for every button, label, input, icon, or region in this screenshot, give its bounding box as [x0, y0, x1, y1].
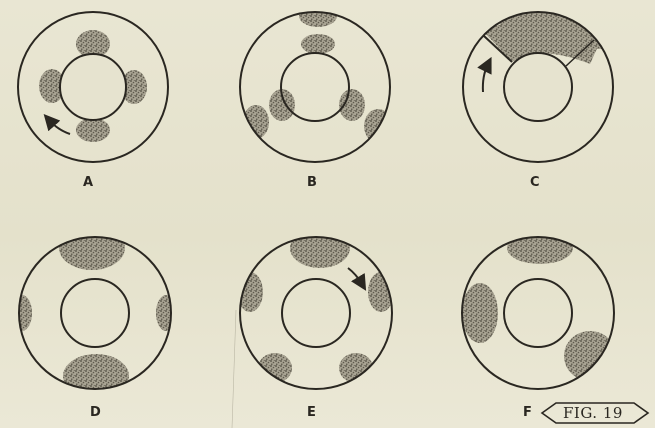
rotation-arrow: [49, 120, 70, 134]
stipple-region: [156, 295, 176, 331]
stipple-region: [500, 5, 610, 49]
inner-ring: [504, 279, 572, 347]
stipple-region: [299, 5, 337, 27]
stipple-region: [59, 226, 125, 270]
panel-label-e: E: [307, 406, 316, 419]
figure-number-tag: FIG. 19: [540, 400, 650, 426]
stipple-region: [301, 34, 335, 54]
inner-ring: [60, 54, 126, 120]
stipple-region: [290, 228, 350, 268]
panel-f: [462, 232, 616, 389]
stipple-region: [76, 118, 110, 142]
stipple-region: [12, 295, 32, 331]
panel-b: [240, 5, 392, 162]
stipple-region: [462, 283, 498, 343]
panel-label-f: F: [523, 406, 532, 419]
inner-ring: [282, 279, 350, 347]
rotation-arrow: [483, 64, 488, 92]
inner-ring: [281, 53, 349, 121]
stipple-region: [368, 272, 394, 312]
panel-d: [12, 226, 176, 398]
panel-label-c: C: [530, 176, 540, 189]
inner-ring: [61, 279, 129, 347]
stipple-region: [564, 331, 616, 381]
panel-label-b: B: [307, 176, 317, 189]
panel-a: [18, 12, 168, 162]
stipple-region: [63, 354, 129, 398]
figure-number-text: FIG. 19: [563, 404, 623, 422]
panel-c: [463, 5, 613, 162]
rotation-arrow: [348, 268, 362, 284]
panel-label-d: D: [90, 406, 101, 419]
panel-e: [237, 228, 394, 389]
panel-label-a: A: [83, 176, 93, 189]
